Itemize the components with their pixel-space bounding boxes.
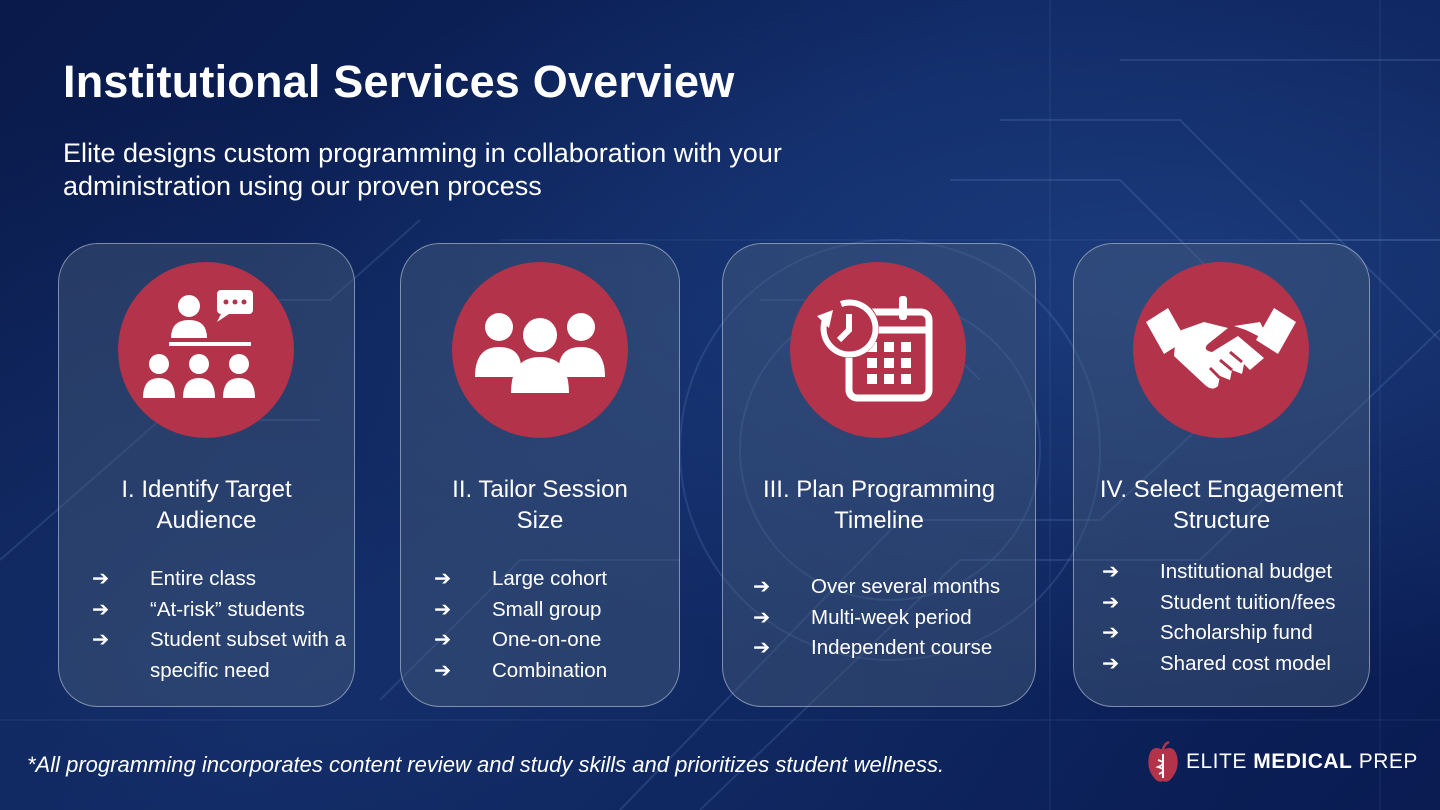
list-item: ➔Entire class: [92, 564, 352, 595]
card-title: I. Identify Target Audience: [121, 476, 292, 534]
arrow-icon: ➔: [1102, 621, 1120, 644]
group-people-icon: [452, 262, 628, 438]
list-item: ➔Student subset with a specific need: [92, 625, 352, 686]
card-session-size: II. Tailor Session Size ➔Large cohort ➔S…: [400, 243, 680, 707]
list-item: ➔Shared cost model: [1102, 649, 1367, 680]
list-item: ➔Small group: [434, 595, 674, 626]
card-target-audience: I. Identify Target Audience ➔Entire clas…: [58, 243, 355, 707]
list-item: ➔Student tuition/fees: [1102, 588, 1367, 619]
card-title: II. Tailor Session Size: [452, 476, 628, 534]
arrow-icon: ➔: [1102, 560, 1120, 583]
list-item: ➔Multi-week period: [753, 603, 1033, 634]
arrow-icon: ➔: [753, 636, 771, 659]
list-item: ➔Over several months: [753, 572, 1033, 603]
page-subtitle: Elite designs custom programming in coll…: [63, 138, 782, 201]
handshake-icon: [1132, 262, 1309, 438]
arrow-icon: ➔: [1102, 590, 1120, 614]
arrow-icon: ➔: [434, 597, 452, 621]
footnote: *All programming incorporates content re…: [27, 752, 945, 777]
bullet-list: ➔Entire class ➔“At-risk” students ➔Stude…: [92, 564, 352, 686]
card-engagement-structure: IV. Select Engagement Structure ➔Institu…: [1073, 243, 1370, 707]
list-item: ➔Scholarship fund: [1102, 618, 1367, 649]
arrow-icon: ➔: [753, 575, 771, 598]
page-title: Institutional Services Overview: [63, 56, 735, 107]
card-programming-timeline: III. Plan Programming Timeline ➔Over sev…: [722, 243, 1036, 707]
bullet-list: ➔Institutional budget ➔Student tuition/f…: [1102, 557, 1367, 679]
arrow-icon: ➔: [92, 597, 110, 621]
arrow-icon: ➔: [753, 605, 771, 629]
bullet-list: ➔Over several months ➔Multi-week period …: [753, 572, 1033, 664]
card-title: IV. Select Engagement Structure: [1099, 476, 1344, 534]
list-item: ➔Combination: [434, 656, 674, 687]
calendar-clock-icon: [790, 262, 966, 438]
apple-caduceus-icon: [1148, 740, 1178, 782]
list-item: ➔“At-risk” students: [92, 595, 352, 626]
arrow-icon: ➔: [434, 628, 452, 651]
arrow-icon: ➔: [1102, 651, 1120, 675]
arrow-icon: ➔: [92, 628, 110, 651]
arrow-icon: ➔: [434, 567, 452, 590]
card-title: III. Plan Programming Timeline: [762, 476, 996, 534]
list-item: ➔Independent course: [753, 633, 1033, 664]
list-item: ➔One-on-one: [434, 625, 674, 656]
arrow-icon: ➔: [92, 567, 110, 590]
bullet-list: ➔Large cohort ➔Small group ➔One-on-one ➔…: [434, 564, 674, 686]
list-item: ➔Institutional budget: [1102, 557, 1367, 588]
logo-text: ELITE MEDICAL PREP: [1186, 750, 1418, 773]
presentation-audience-icon: [117, 262, 294, 438]
brand-logo: ELITE MEDICAL PREP: [1146, 740, 1418, 784]
list-item: ➔Large cohort: [434, 564, 674, 595]
arrow-icon: ➔: [434, 658, 452, 682]
